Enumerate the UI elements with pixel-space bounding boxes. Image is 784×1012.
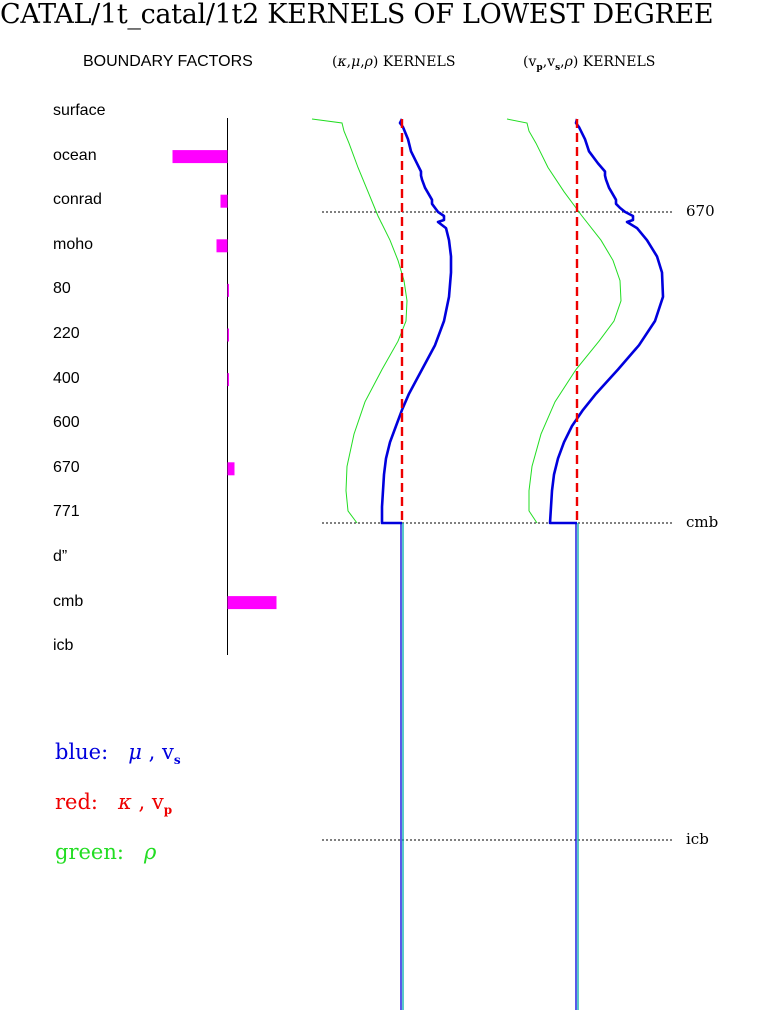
boundary-bar-80	[227, 283, 229, 297]
paren-open: (	[523, 54, 529, 70]
legend-green: green: ρ	[55, 840, 156, 864]
boundary-bar-ocean	[172, 150, 228, 164]
boundary-label-cmb: cmb	[53, 592, 84, 610]
kernel-rho-curve	[311, 118, 408, 524]
vp-symbol: v	[151, 790, 164, 814]
kernel-heading-right: (vp,vs,ρ) KERNELS	[523, 54, 656, 73]
vs-symbol: v	[547, 54, 556, 70]
legend-blue-label: blue:	[55, 740, 109, 764]
kappa-symbol: κ	[337, 54, 347, 70]
rho-symbol: ρ	[143, 840, 157, 864]
boundary-label-600: 600	[53, 414, 80, 432]
legend-green-label: green:	[55, 840, 124, 864]
rho-symbol: ρ	[564, 54, 573, 70]
legend-red: red: κ , vp	[55, 790, 172, 817]
boundary-label-icb: icb	[53, 637, 74, 655]
boundary-label-80: 80	[53, 280, 71, 298]
kernel-heading-left: (κ,μ,ρ) KERNELS	[332, 54, 456, 70]
vp-subscript: p	[536, 62, 543, 73]
vp-symbol: v	[528, 54, 537, 70]
boundary-label-400: 400	[53, 369, 80, 387]
boundary-label-771: 771	[53, 503, 80, 521]
depth-label-670: 670	[686, 202, 715, 220]
depth-label-cmb: cmb	[686, 513, 719, 531]
paren-close: )	[372, 54, 379, 70]
boundary-label-d”: d”	[53, 548, 68, 565]
boundary-label-surface: surface	[53, 102, 106, 119]
legend-sep: ,	[138, 790, 146, 814]
vp-subscript: p	[163, 803, 173, 818]
boundary-bar-400	[227, 373, 229, 387]
legend-sep: ,	[148, 740, 156, 764]
kernel-rho-curve	[506, 118, 622, 524]
boundary-bar-cmb	[227, 596, 277, 610]
paren-close: )	[572, 54, 579, 70]
legend-blue: blue: μ , vs	[55, 740, 181, 767]
vs-symbol: v	[161, 740, 174, 764]
boundary-factors-heading: BOUNDARY FACTORS	[83, 53, 253, 70]
page-title: CATAL/1t_catal/1t2 KERNELS OF LOWEST DEG…	[0, 0, 714, 30]
boundary-label-moho: moho	[53, 235, 94, 253]
boundary-bar-conrad	[220, 194, 228, 208]
mu-symbol: μ	[351, 54, 361, 70]
kappa-symbol: κ	[118, 790, 132, 814]
depth-label-icb: icb	[686, 830, 709, 848]
paren-open: (	[332, 54, 338, 70]
boundary-label-670: 670	[53, 458, 80, 476]
vs-subscript: s	[555, 62, 561, 73]
kernel-mu-curve	[548, 118, 665, 525]
boundary-label-ocean: ocean	[53, 146, 97, 164]
kernels-word: KERNELS	[382, 54, 456, 70]
vs-subscript: s	[173, 753, 181, 768]
kernels-word: KERNELS	[582, 54, 656, 70]
boundary-bar-moho	[216, 239, 228, 253]
boundary-label-220: 220	[53, 325, 80, 342]
mu-symbol: μ	[128, 740, 142, 764]
legend-red-label: red:	[55, 790, 98, 814]
boundary-bar-670	[227, 462, 235, 476]
rho-symbol: ρ	[364, 54, 373, 70]
boundary-label-conrad: conrad	[53, 191, 102, 209]
boundary-bar-220	[227, 328, 229, 342]
kernel-mu-curve	[380, 118, 453, 525]
